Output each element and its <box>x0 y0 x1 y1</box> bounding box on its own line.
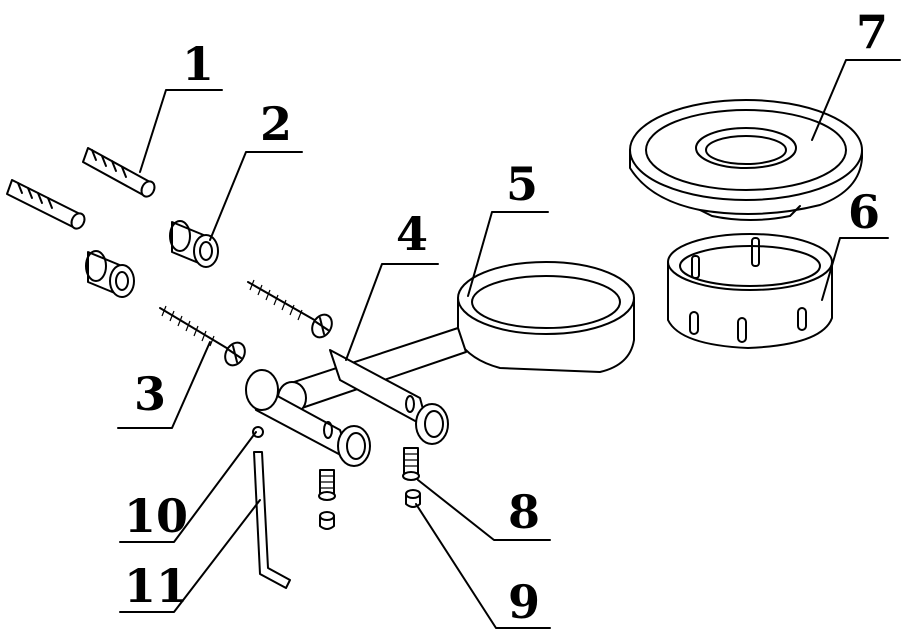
screw-upper <box>247 279 333 339</box>
cover-plate <box>629 99 863 221</box>
callout-2: 2 <box>260 97 292 151</box>
callout-5: 5 <box>506 157 538 211</box>
set-screw-right <box>402 447 420 481</box>
callout-3: 3 <box>134 367 166 421</box>
wall-anchor-lower <box>6 179 86 230</box>
callout-1: 1 <box>182 37 214 91</box>
screw-cap-left <box>319 511 335 530</box>
callout-8: 8 <box>508 485 540 539</box>
inner-collar <box>667 233 833 349</box>
callout-6: 6 <box>848 185 880 239</box>
callout-4: 4 <box>396 207 428 261</box>
screw-cap-right <box>405 489 421 508</box>
callout-10: 10 <box>124 489 188 543</box>
small-ball <box>252 426 264 438</box>
set-screw-left <box>318 469 336 501</box>
bracket-arm <box>245 327 467 467</box>
callout-11: 11 <box>124 559 188 613</box>
wall-anchor-upper <box>82 147 156 198</box>
spacer-sleeve-lower <box>85 250 135 298</box>
callout-7: 7 <box>856 5 888 59</box>
spacer-sleeve-upper <box>169 220 219 268</box>
leader-lines <box>117 59 901 629</box>
callout-9: 9 <box>508 575 540 629</box>
hex-key <box>253 451 291 589</box>
screw-lower <box>159 305 246 367</box>
holder-ring <box>457 261 635 373</box>
